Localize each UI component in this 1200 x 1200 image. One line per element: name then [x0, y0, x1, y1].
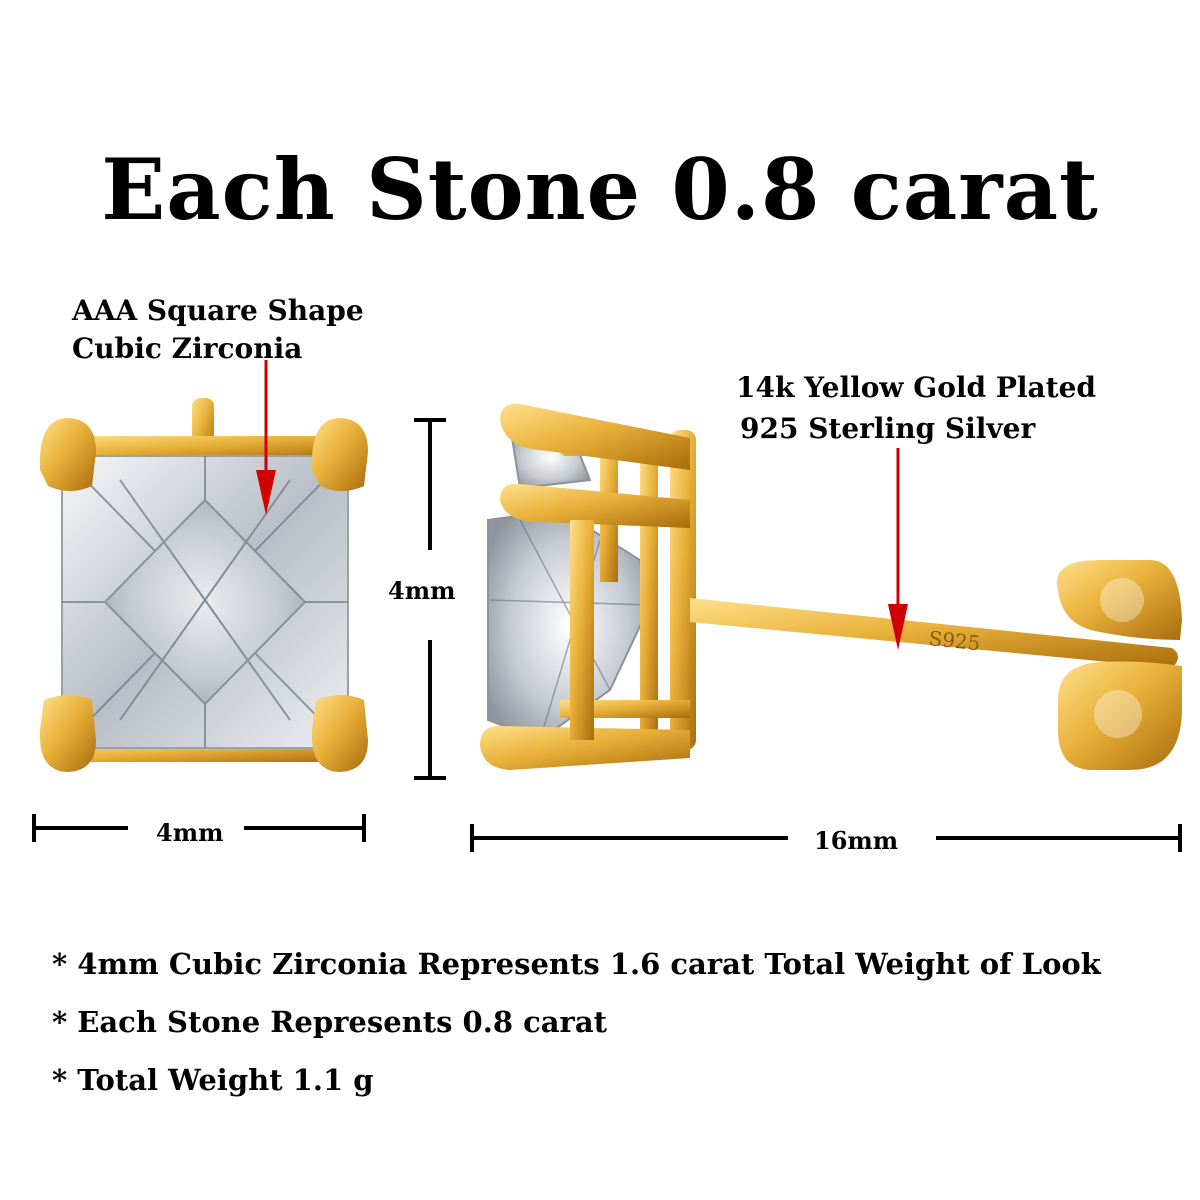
height-dimension-label: 4mm — [388, 576, 456, 605]
stone-label-line-1: AAA Square Shape — [72, 294, 364, 327]
length-dimension-label: 16mm — [814, 826, 899, 855]
side-prong-bottom — [480, 725, 690, 770]
feature-item: * 4mm Cubic Zirconia Represents 1.6 cara… — [52, 947, 1101, 981]
dimension-lines — [32, 418, 1182, 852]
side-prong-top — [500, 403, 690, 470]
width-dimension-label: 4mm — [156, 818, 224, 847]
stone-arrow — [256, 360, 276, 515]
front-view-earring — [39, 398, 368, 772]
s925-stamp: S925 — [927, 626, 981, 655]
prong-top-right — [311, 418, 368, 491]
feature-item: * Total Weight 1.1 g — [52, 1063, 374, 1097]
front-frame-top — [60, 436, 350, 458]
prong-bottom-left — [39, 695, 96, 772]
stone-label-line-2: Cubic Zirconia — [72, 332, 303, 365]
post-arrow — [888, 448, 908, 650]
metal-label-line-1: 14k Yellow Gold Plated — [736, 371, 1096, 404]
stone-facets — [61, 455, 349, 749]
feature-item: * Each Stone Represents 0.8 carat — [52, 1005, 608, 1039]
earring-back-top — [1056, 560, 1182, 640]
page-title: Each Stone 0.8 carat — [101, 140, 1099, 239]
prong-bottom-right — [311, 695, 368, 772]
feature-list: * 4mm Cubic Zirconia Represents 1.6 cara… — [52, 935, 1101, 1109]
post-pin — [690, 598, 1178, 668]
earring-back-bottom — [1058, 661, 1182, 770]
metal-label-line-2: 925 Sterling Silver — [740, 412, 1036, 445]
side-view-earring: S925 — [480, 403, 1182, 770]
side-prong-middle — [500, 483, 690, 528]
prong-top-left — [39, 418, 96, 491]
